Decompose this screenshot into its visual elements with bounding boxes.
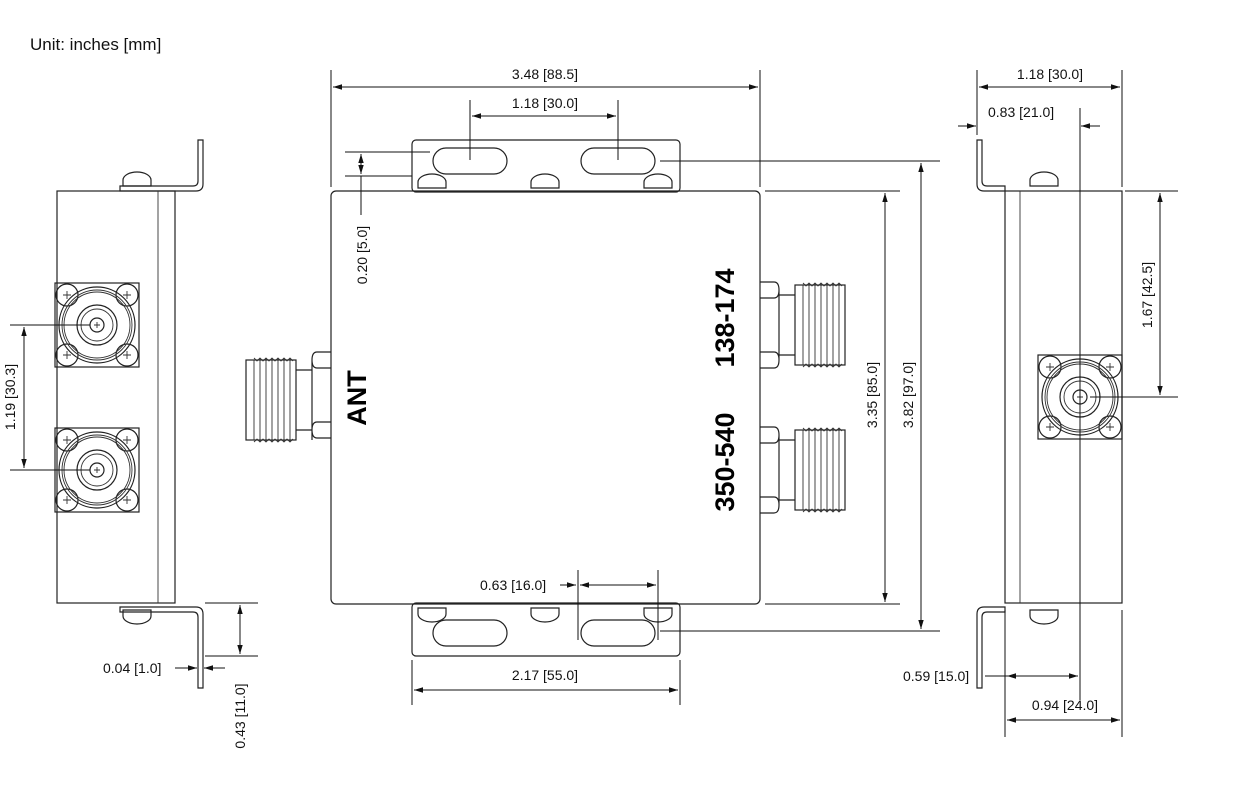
- dim-width-overall: 3.48 [88.5]: [512, 66, 578, 82]
- dim-bracket-offset: 0.20 [5.0]: [354, 226, 370, 284]
- label-ant: ANT: [342, 370, 372, 426]
- port2-connector-icon: [794, 427, 846, 513]
- dim-right-depth: 0.94 [24.0]: [1032, 697, 1098, 713]
- left-side-view: 1.19 [30.3] 0.04 [1.0] 0.43 [11.0]: [2, 139, 258, 749]
- dim-overall-height: 3.82 [97.0]: [900, 362, 916, 428]
- dim-slot-spacing-top: 1.18 [30.0]: [512, 95, 578, 111]
- unit-label: Unit: inches [mm]: [30, 35, 161, 54]
- dim-left-thickness: 0.04 [1.0]: [103, 660, 161, 676]
- dim-right-connector-height: 1.67 [42.5]: [1139, 262, 1155, 328]
- dim-bracket-width: 2.17 [55.0]: [512, 667, 578, 683]
- port1-connector-icon: [794, 282, 846, 368]
- dim-body-height: 3.35 [85.0]: [864, 362, 880, 428]
- dim-right-center: 0.83 [21.0]: [988, 104, 1054, 120]
- ant-connector-icon: [245, 357, 297, 443]
- dim-left-bracket-height: 0.43 [11.0]: [232, 683, 248, 748]
- right-side-view: 1.18 [30.0] 0.83 [21.0] 1.67 [42.5] 0.59…: [903, 66, 1178, 737]
- label-port1: 138-174: [710, 268, 740, 367]
- dim-left-spacing: 1.19 [30.3]: [2, 364, 18, 430]
- dim-slot-spacing-bottom: 0.63 [16.0]: [480, 577, 546, 593]
- dim-right-center-offset: 0.59 [15.0]: [903, 668, 969, 684]
- top-view: ANT 138-174 350-540 3.48 [88.5] 1.18 [30…: [245, 66, 940, 705]
- label-port2: 350-540: [710, 412, 740, 511]
- dim-right-width: 1.18 [30.0]: [1017, 66, 1083, 82]
